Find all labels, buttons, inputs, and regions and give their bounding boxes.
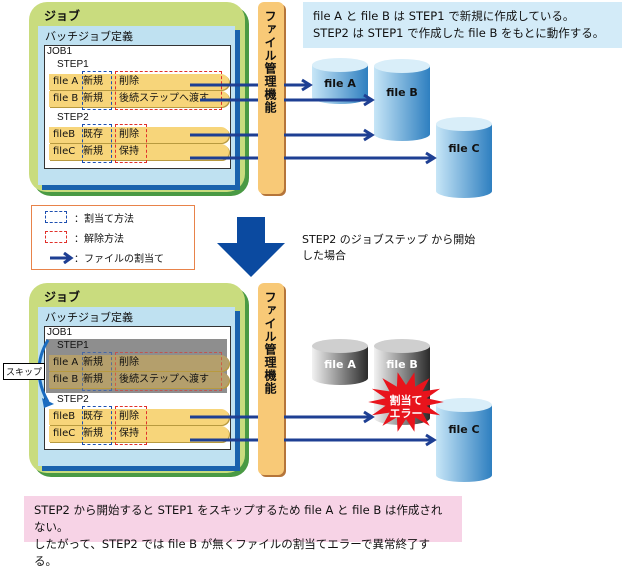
legend: ：割当て方法 ：解除方法 ：ファイルの割当て (31, 205, 195, 270)
cylinder-label: file A (324, 358, 356, 371)
legend-arrow-icon (50, 252, 74, 264)
release-method: 後続ステップへ渡す (119, 374, 209, 385)
top-note-line1: file A と file B は STEP1 で新規に作成している。 (313, 9, 575, 23)
bottom-note-line1: STEP2 から開始すると STEP1 をスキップするため file A と f… (34, 503, 443, 534)
transition-line1: STEP2 のジョブステップ から開始 (302, 233, 476, 246)
step-label: STEP2 (57, 394, 89, 405)
error-line2: エラー (389, 407, 423, 420)
file-management-label: ファイル管理機能 (263, 291, 277, 395)
file-row: fileB 既存 削除 (49, 409, 229, 425)
file-name: file B (53, 374, 79, 385)
transition-line2: した場合 (302, 249, 346, 262)
file-name: fileB (53, 411, 76, 422)
step-label: STEP2 (57, 112, 89, 123)
file-row: file A 新規 削除 (49, 74, 229, 90)
alloc-method: 新規 (83, 76, 103, 87)
job-name: JOB1 (47, 46, 73, 57)
cylinder-label: file B (386, 86, 418, 99)
release-method: 保持 (119, 146, 139, 157)
alloc-method: 新規 (83, 93, 103, 104)
bottom-note: STEP2 から開始すると STEP1 をスキップするため file A と f… (24, 496, 462, 568)
transition-text: STEP2 のジョブステップ から開始 した場合 (302, 232, 475, 264)
release-method: 後続ステップへ渡す (119, 93, 209, 104)
file-row-skipped: file B 新規 後続ステップへ渡す (49, 372, 229, 388)
error-line1: 割当て (389, 394, 423, 407)
file-name: file A (53, 76, 79, 87)
legend-alloc-label: ：割当て方法 (74, 214, 134, 225)
alloc-highlight (82, 71, 112, 110)
batch-title: バッチジョブ定義 (45, 30, 133, 43)
step-label: STEP1 (57, 340, 89, 351)
cylinder-icon (436, 117, 492, 198)
bottom-note-line2: したがって、STEP2 では file B が無くファイルの割当てエラーで異常終… (34, 537, 431, 568)
alloc-method: 新規 (83, 428, 103, 439)
legend-release-swatch (45, 231, 67, 243)
file-management-bar: ファイル管理機能 (258, 2, 284, 194)
cylinder-label: file C (448, 423, 480, 436)
alloc-method: 既存 (83, 129, 103, 140)
error-burst-icon (368, 372, 444, 432)
file-name: file B (53, 93, 79, 104)
cylinder-icon (312, 339, 368, 385)
alloc-method: 新規 (83, 374, 103, 385)
legend-alloc-swatch (45, 211, 67, 223)
top-note: file A と file B は STEP1 で新規に作成している。 STEP… (303, 2, 622, 48)
diagram-graphics (190, 58, 492, 482)
alloc-method: 新規 (83, 146, 103, 157)
transition-arrow-icon (217, 217, 285, 277)
release-highlight (115, 124, 147, 163)
file-management-bar: ファイル管理機能 (258, 283, 284, 475)
alloc-method: 既存 (83, 411, 103, 422)
file-name: fileB (53, 129, 76, 140)
file-management-label: ファイル管理機能 (263, 10, 277, 114)
alloc-highlight (82, 406, 112, 445)
release-method: 保持 (119, 428, 139, 439)
release-highlight (115, 71, 222, 110)
job-title: ジョブ (44, 9, 81, 23)
cylinder-icon (374, 59, 430, 141)
allocation-arrow (284, 93, 375, 107)
release-method: 削除 (119, 76, 139, 87)
job-title: ジョブ (44, 290, 81, 304)
file-row: fileB 既存 削除 (49, 127, 229, 143)
release-method: 削除 (119, 357, 139, 368)
release-method: 削除 (119, 129, 139, 140)
job-name: JOB1 (47, 327, 73, 338)
error-burst-text: 割当て エラー (378, 394, 434, 420)
file-name: fileC (53, 428, 76, 439)
release-highlight (115, 352, 222, 391)
batch-title: バッチジョブ定義 (45, 311, 133, 324)
release-method: 削除 (119, 411, 139, 422)
allocation-arrow (284, 433, 437, 447)
alloc-method: 新規 (83, 357, 103, 368)
allocation-arrow (284, 128, 375, 142)
legend-release-label: ：解除方法 (74, 234, 124, 245)
file-name: fileC (53, 146, 76, 157)
allocation-arrow (284, 151, 437, 165)
release-highlight (115, 406, 147, 445)
file-row: fileC 新規 保持 (49, 426, 229, 442)
cylinder-icon (436, 398, 492, 482)
file-row-skipped: file A 新規 削除 (49, 355, 229, 371)
alloc-highlight (82, 124, 112, 163)
file-name: file A (53, 357, 79, 368)
alloc-highlight (82, 352, 112, 391)
top-note-line2: STEP2 は STEP1 で作成した file B をもとに動作する。 (313, 26, 605, 40)
cylinder-label: file B (386, 358, 418, 371)
step-label: STEP1 (57, 59, 89, 70)
cylinder-label: file A (324, 77, 356, 90)
allocation-arrow (284, 410, 375, 424)
legend-arrow-label: ：ファイルの割当て (74, 254, 164, 265)
file-row: fileC 新規 保持 (49, 144, 229, 160)
file-row: file B 新規 後続ステップへ渡す (49, 91, 229, 107)
skip-label: スキップ (3, 363, 46, 380)
cylinder-label: file C (448, 142, 480, 155)
allocation-arrow (284, 78, 313, 92)
